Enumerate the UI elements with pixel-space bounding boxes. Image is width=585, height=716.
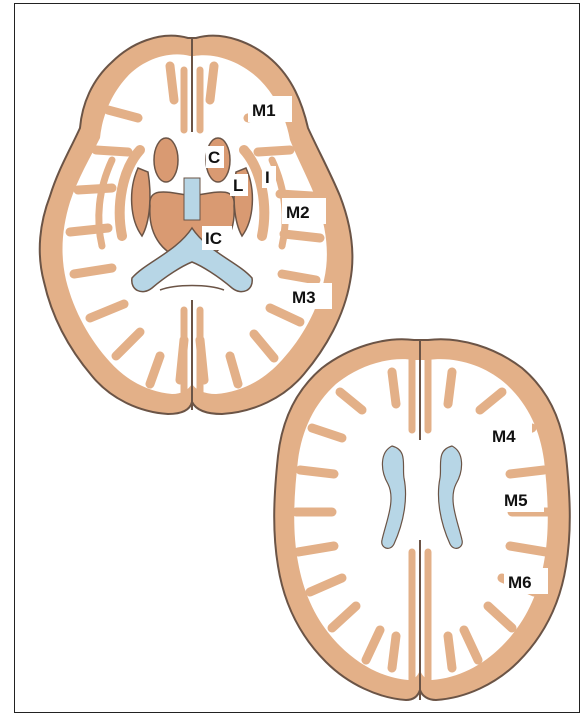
svg-text:M2: M2 (286, 203, 310, 222)
label-m4: M4 (488, 422, 532, 448)
svg-text:C: C (208, 148, 220, 167)
basal-ganglia-section (40, 36, 353, 414)
label-l: L (230, 174, 248, 196)
label-ic: IC (202, 226, 232, 250)
svg-text:M1: M1 (252, 101, 276, 120)
label-i: I (262, 166, 276, 188)
svg-text:I: I (265, 168, 270, 187)
svg-text:L: L (233, 176, 243, 195)
ventricle-upper (184, 178, 200, 220)
svg-text:IC: IC (205, 229, 222, 248)
svg-text:M4: M4 (492, 427, 516, 446)
upper-axial-section (274, 339, 570, 700)
label-m5: M5 (500, 486, 544, 512)
svg-text:M5: M5 (504, 491, 528, 510)
svg-text:M3: M3 (292, 288, 316, 307)
label-c: C (206, 146, 224, 168)
svg-text:M6: M6 (508, 573, 532, 592)
label-m2: M2 (282, 198, 326, 224)
label-m3: M3 (288, 283, 332, 309)
caudate-left (154, 138, 178, 182)
label-m1: M1 (248, 96, 292, 122)
label-m6: M6 (504, 568, 548, 594)
